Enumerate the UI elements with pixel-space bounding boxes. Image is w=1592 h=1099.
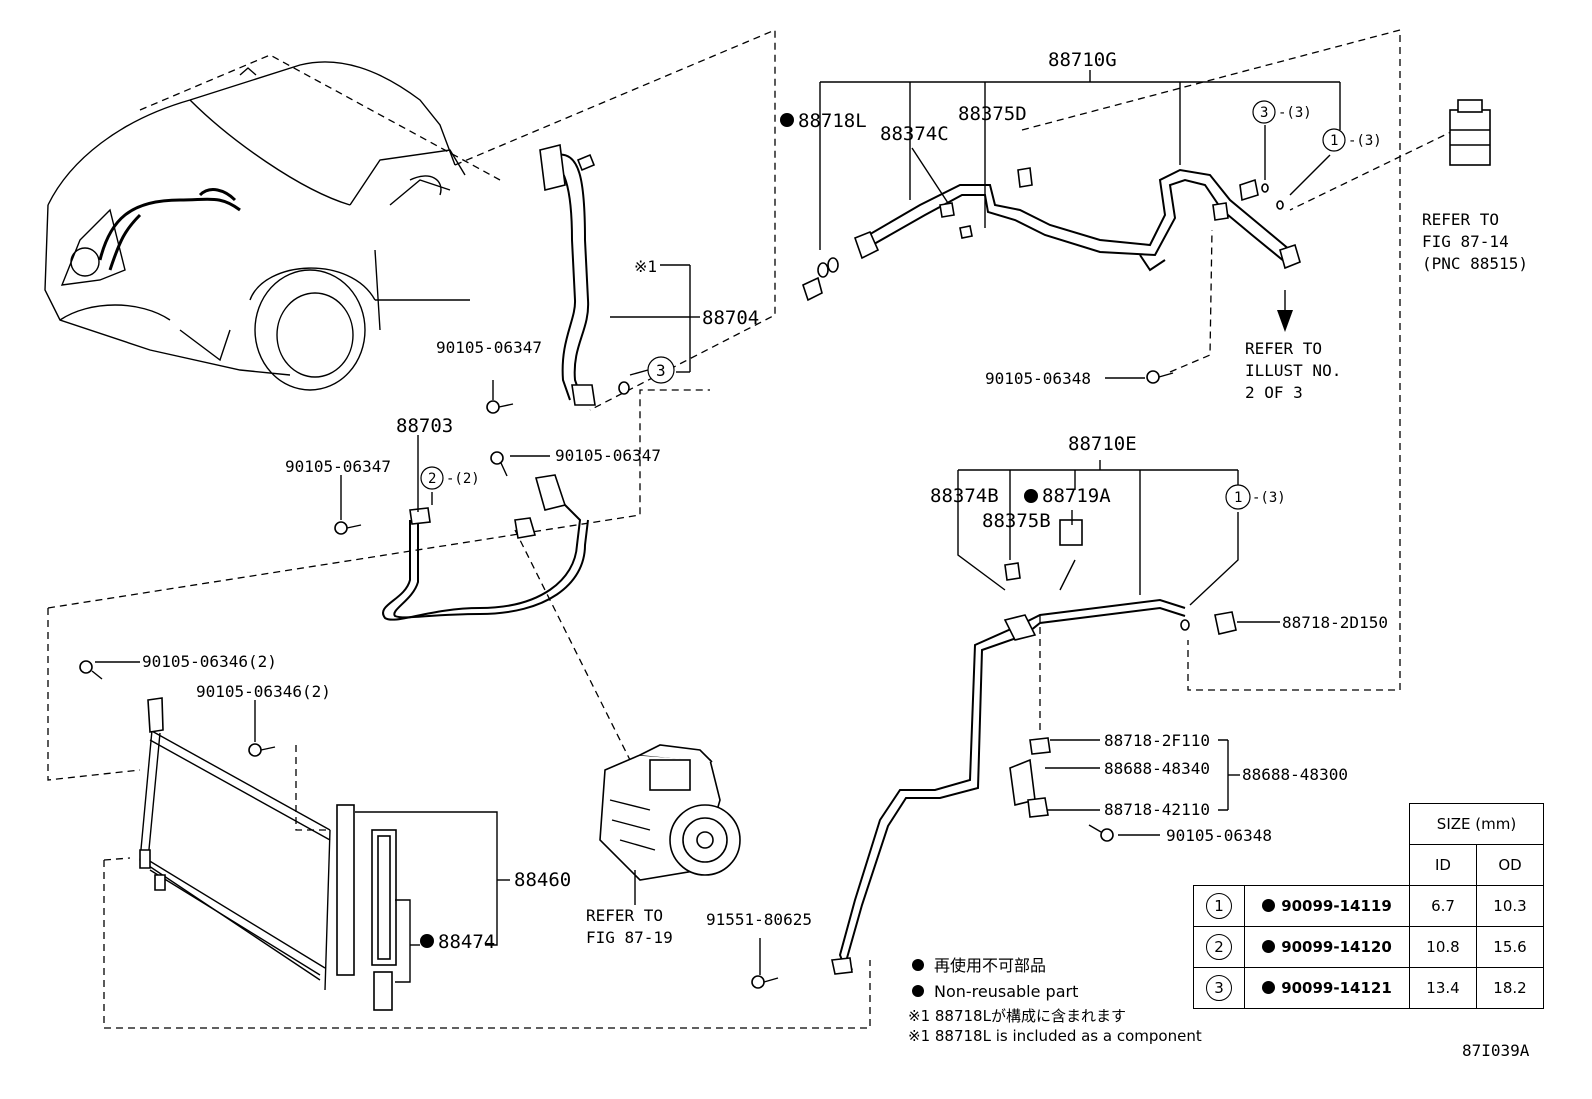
size-header: SIZE (mm): [1409, 803, 1544, 845]
note-mark-1: ※1: [634, 257, 657, 276]
label-88718-42110: 88718-42110: [1104, 800, 1210, 819]
nonreusable-dot-icon-c: [1024, 489, 1038, 503]
refer-arrow: [1277, 290, 1293, 332]
row-id: 10.8: [1409, 926, 1477, 968]
label-90105-06347-b: 90105-06347: [285, 457, 391, 476]
table-row: 1 90099-14119 6.7 10.3: [1193, 885, 1544, 927]
label-90105-06347-c: 90105-06347: [555, 446, 661, 465]
label-88460: 88460: [514, 869, 571, 891]
legend-note-jp: ※1 88718Lが構成に含まれます: [908, 1007, 1126, 1025]
label-91551-80625: 91551-80625: [706, 910, 812, 929]
label-88688-48340: 88688-48340: [1104, 759, 1210, 778]
label-88710G: 88710G: [1048, 49, 1117, 71]
row-part: 90099-14119: [1281, 897, 1392, 915]
label-88718L: 88718L: [798, 110, 867, 132]
col-id: ID: [1409, 844, 1477, 886]
row-num: 3: [1206, 975, 1232, 1001]
label-88703: 88703: [396, 415, 453, 437]
label-88710E: 88710E: [1068, 433, 1137, 455]
row-num: 2: [1206, 934, 1232, 960]
nonreusable-dot-icon: [1262, 899, 1276, 912]
o-ring-1-marker-b: 1: [1234, 490, 1242, 506]
legend-dot-icon-en: [912, 985, 924, 997]
row-num: 1: [1206, 893, 1232, 919]
ref-illust-3: 2 OF 3: [1245, 383, 1303, 402]
o-ring-2-marker: 2: [428, 471, 436, 487]
ref-compressor-2: FIG 87-19: [586, 928, 673, 947]
label-90105-06347-a: 90105-06347: [436, 338, 542, 357]
label-88718-2F110: 88718-2F110: [1104, 731, 1210, 750]
ref-illust-1: REFER TO: [1245, 339, 1322, 358]
label-88704: 88704: [702, 307, 759, 329]
o-ring-3-marker-b: 3: [656, 361, 666, 380]
label-88719A: 88719A: [1042, 485, 1111, 507]
legend: 再使用不可部品 Non-reusable part ※1 88718Lが構成に含…: [908, 956, 1202, 1045]
leader-lines: [95, 70, 1341, 983]
qty-2: -(2): [446, 471, 480, 487]
row-id: 6.7: [1409, 885, 1477, 927]
part-labels: 88710G 88718L 88374C 88375D 3 -(3) 1 -(3…: [142, 49, 1528, 953]
legend-dot-icon-jp: [912, 959, 924, 971]
row-od: 10.3: [1476, 885, 1544, 927]
nonreusable-dot-icon-b: [420, 934, 434, 948]
label-88718-2D150: 88718-2D150: [1282, 613, 1388, 632]
expansion-valve: [1449, 99, 1491, 166]
legend-jp: 再使用不可部品: [934, 956, 1046, 975]
row-part: 90099-14120: [1281, 938, 1392, 956]
legend-en: Non-reusable part: [934, 982, 1078, 1001]
nonreusable-dot-icon: [1262, 981, 1276, 994]
label-88374B: 88374B: [930, 485, 999, 507]
nonreusable-dot-icon: [1262, 940, 1276, 953]
o-ring-1-marker-a: 1: [1330, 133, 1338, 149]
size-table: SIZE (mm) ID OD 1 90099-14119 6.7 10.3 2…: [1193, 803, 1544, 1009]
cooler-pipe-88710E: [831, 519, 1237, 975]
ref-expansion-3: (PNC 88515): [1422, 254, 1528, 273]
row-od: 15.6: [1476, 926, 1544, 968]
label-90105-06348-bot: 90105-06348: [1166, 826, 1272, 845]
label-88374C: 88374C: [880, 123, 949, 145]
o-ring-3-marker: 3: [1260, 105, 1268, 121]
ref-expansion-2: FIG 87-14: [1422, 232, 1509, 251]
label-88375B: 88375B: [982, 510, 1051, 532]
label-90105-06348-top: 90105-06348: [985, 369, 1091, 388]
suction-hose: [539, 144, 630, 406]
label-90105-06346-b: 90105-06346(2): [196, 682, 331, 701]
row-id: 13.4: [1409, 967, 1477, 1009]
table-row: 2 90099-14120 10.8 15.6: [1193, 926, 1544, 968]
qty-3c: -(3): [1252, 490, 1286, 506]
ref-compressor-1: REFER TO: [586, 906, 663, 925]
bolt-icons: [79, 370, 1174, 989]
ref-expansion-1: REFER TO: [1422, 210, 1499, 229]
figure-code: 87I039A: [1462, 1041, 1530, 1060]
discharge-hose: [382, 474, 589, 621]
nonreusable-dot-icon: [780, 113, 794, 127]
label-90105-06346-a: 90105-06346(2): [142, 652, 277, 671]
row-od: 18.2: [1476, 967, 1544, 1009]
condenser: [103, 697, 397, 1011]
qty-3a: -(3): [1278, 105, 1312, 121]
qty-3b: -(3): [1348, 133, 1382, 149]
label-88688-48300: 88688-48300: [1242, 765, 1348, 784]
label-88375D: 88375D: [958, 103, 1027, 125]
legend-note-en: ※1 88718L is included as a component: [908, 1027, 1202, 1045]
vehicle-illustration: [44, 54, 501, 391]
col-od: OD: [1476, 844, 1544, 886]
cooler-pipe-88710G: [802, 167, 1301, 302]
table-row: 3 90099-14121 13.4 18.2: [1193, 967, 1544, 1009]
row-part: 90099-14121: [1281, 979, 1392, 997]
label-88474: 88474: [438, 931, 495, 953]
ref-illust-2: ILLUST NO.: [1245, 361, 1341, 380]
compressor: [599, 744, 741, 905]
leader-frames: [47, 29, 1456, 1029]
